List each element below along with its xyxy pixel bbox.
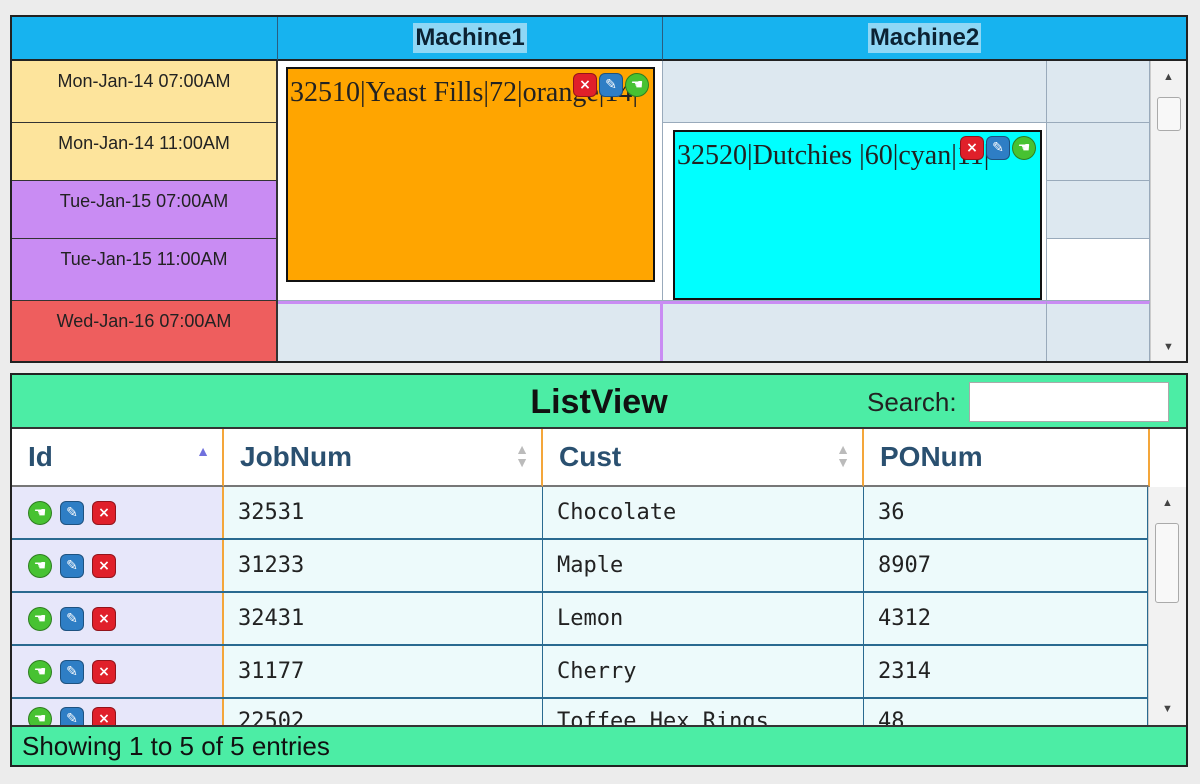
- column-header-label: Id: [28, 441, 53, 472]
- move-icon[interactable]: ☚: [625, 73, 649, 97]
- scroll-down-icon[interactable]: ▼: [1163, 341, 1174, 353]
- close-icon[interactable]: ×: [92, 659, 116, 684]
- close-icon[interactable]: ×: [92, 606, 116, 631]
- listview-title: ListView: [530, 382, 668, 421]
- cell-jobnum: 31233: [224, 540, 543, 591]
- machine2-header: Machine2: [663, 17, 1186, 61]
- search-label: Search:: [867, 387, 957, 417]
- edit-icon[interactable]: ✎: [60, 606, 84, 631]
- machine2-cell[interactable]: [663, 301, 1047, 361]
- time-slot: Wed-Jan-16 07:00AM: [12, 301, 278, 361]
- move-icon[interactable]: ☚: [28, 606, 52, 631]
- machine1-cell[interactable]: [278, 301, 663, 361]
- edit-icon[interactable]: ✎: [599, 73, 623, 97]
- job-event[interactable]: 32520|Dutchies |60|cyan|11| × ✎ ☚: [673, 130, 1042, 300]
- column-header-id[interactable]: Id ▲: [12, 429, 224, 487]
- close-icon[interactable]: ×: [92, 553, 116, 578]
- move-icon[interactable]: ☚: [28, 500, 52, 525]
- machine2-cell[interactable]: [1047, 123, 1150, 181]
- machine2-cell[interactable]: [663, 61, 1047, 123]
- cell-cust: Maple: [543, 540, 864, 591]
- sort-ascending-icon: ▲: [196, 443, 210, 459]
- edit-icon[interactable]: ✎: [60, 500, 84, 525]
- table-row[interactable]: ☚ ✎ × 31233 Maple 8907: [12, 540, 1148, 593]
- cell-cust: Lemon: [543, 593, 864, 644]
- move-icon[interactable]: ☚: [28, 659, 52, 684]
- table-row[interactable]: ☚ ✎ × 32431 Lemon 4312: [12, 593, 1148, 646]
- close-icon[interactable]: ×: [92, 500, 116, 525]
- time-slot: Mon-Jan-14 11:00AM: [12, 123, 278, 181]
- cell-ponum: 8907: [864, 540, 1148, 591]
- time-slot: Tue-Jan-15 11:00AM: [12, 239, 278, 301]
- machine2-cell[interactable]: [1047, 239, 1150, 301]
- cell-ponum: 36: [864, 487, 1148, 538]
- edit-icon[interactable]: ✎: [60, 659, 84, 684]
- cell-jobnum: 32531: [224, 487, 543, 538]
- machine2-cell[interactable]: [1047, 301, 1150, 361]
- scroll-thumb[interactable]: [1157, 97, 1181, 131]
- column-header-ponum[interactable]: PONum: [864, 429, 1150, 487]
- cell-jobnum: 31177: [224, 646, 543, 697]
- close-icon[interactable]: ×: [573, 73, 597, 97]
- scroll-up-icon[interactable]: ▲: [1163, 71, 1174, 83]
- scroll-down-icon[interactable]: ▼: [1162, 703, 1173, 715]
- time-slot: Mon-Jan-14 07:00AM: [12, 61, 278, 123]
- edit-icon[interactable]: ✎: [60, 553, 84, 578]
- sort-icon: ▲▼: [836, 441, 850, 470]
- time-column-header: [12, 17, 278, 61]
- column-header-label: PONum: [880, 441, 983, 472]
- scheduler-grid: Machine1 Machine2 Mon-Jan-14 07:00AM Mon…: [10, 15, 1188, 363]
- listview-panel: ListView Search: Id ▲ JobNum ▲▼ Cust ▲▼ …: [10, 373, 1188, 767]
- sort-icon: ▲▼: [515, 441, 529, 470]
- cell-jobnum: 32431: [224, 593, 543, 644]
- column-header-label: JobNum: [240, 441, 352, 472]
- move-icon[interactable]: ☚: [1012, 136, 1036, 160]
- scroll-thumb[interactable]: [1155, 523, 1179, 603]
- machine2-cell[interactable]: [1047, 181, 1150, 239]
- listview-scrollbar[interactable]: ▲ ▼: [1148, 487, 1186, 725]
- search-input[interactable]: [969, 382, 1169, 422]
- cell-cust: Cherry: [543, 646, 864, 697]
- column-header-jobnum[interactable]: JobNum ▲▼: [224, 429, 543, 487]
- job-event[interactable]: 32510|Yeast Fills|72|orange|14| × ✎ ☚: [286, 67, 655, 282]
- cell-cust: Chocolate: [543, 487, 864, 538]
- cell-ponum: 2314: [864, 646, 1148, 697]
- job-event-text: 32520|Dutchies |60|cyan|11|: [677, 140, 990, 171]
- time-slot: Tue-Jan-15 07:00AM: [12, 181, 278, 239]
- machine2-cell[interactable]: [1047, 61, 1150, 123]
- close-icon[interactable]: ×: [960, 136, 984, 160]
- machine1-header: Machine1: [278, 17, 663, 61]
- scroll-up-icon[interactable]: ▲: [1162, 497, 1173, 509]
- table-row[interactable]: ☚ ✎ × 31177 Cherry 2314: [12, 646, 1148, 699]
- column-header-label: Cust: [559, 441, 622, 472]
- table-row[interactable]: ☚ ✎ × 32531 Chocolate 36: [12, 487, 1148, 540]
- cell-ponum: 4312: [864, 593, 1148, 644]
- column-header-cust[interactable]: Cust ▲▼: [543, 429, 864, 487]
- table-info: Showing 1 to 5 of 5 entries: [12, 725, 1186, 765]
- move-icon[interactable]: ☚: [28, 553, 52, 578]
- scheduler-scrollbar[interactable]: ▲ ▼: [1150, 61, 1186, 361]
- edit-icon[interactable]: ✎: [986, 136, 1010, 160]
